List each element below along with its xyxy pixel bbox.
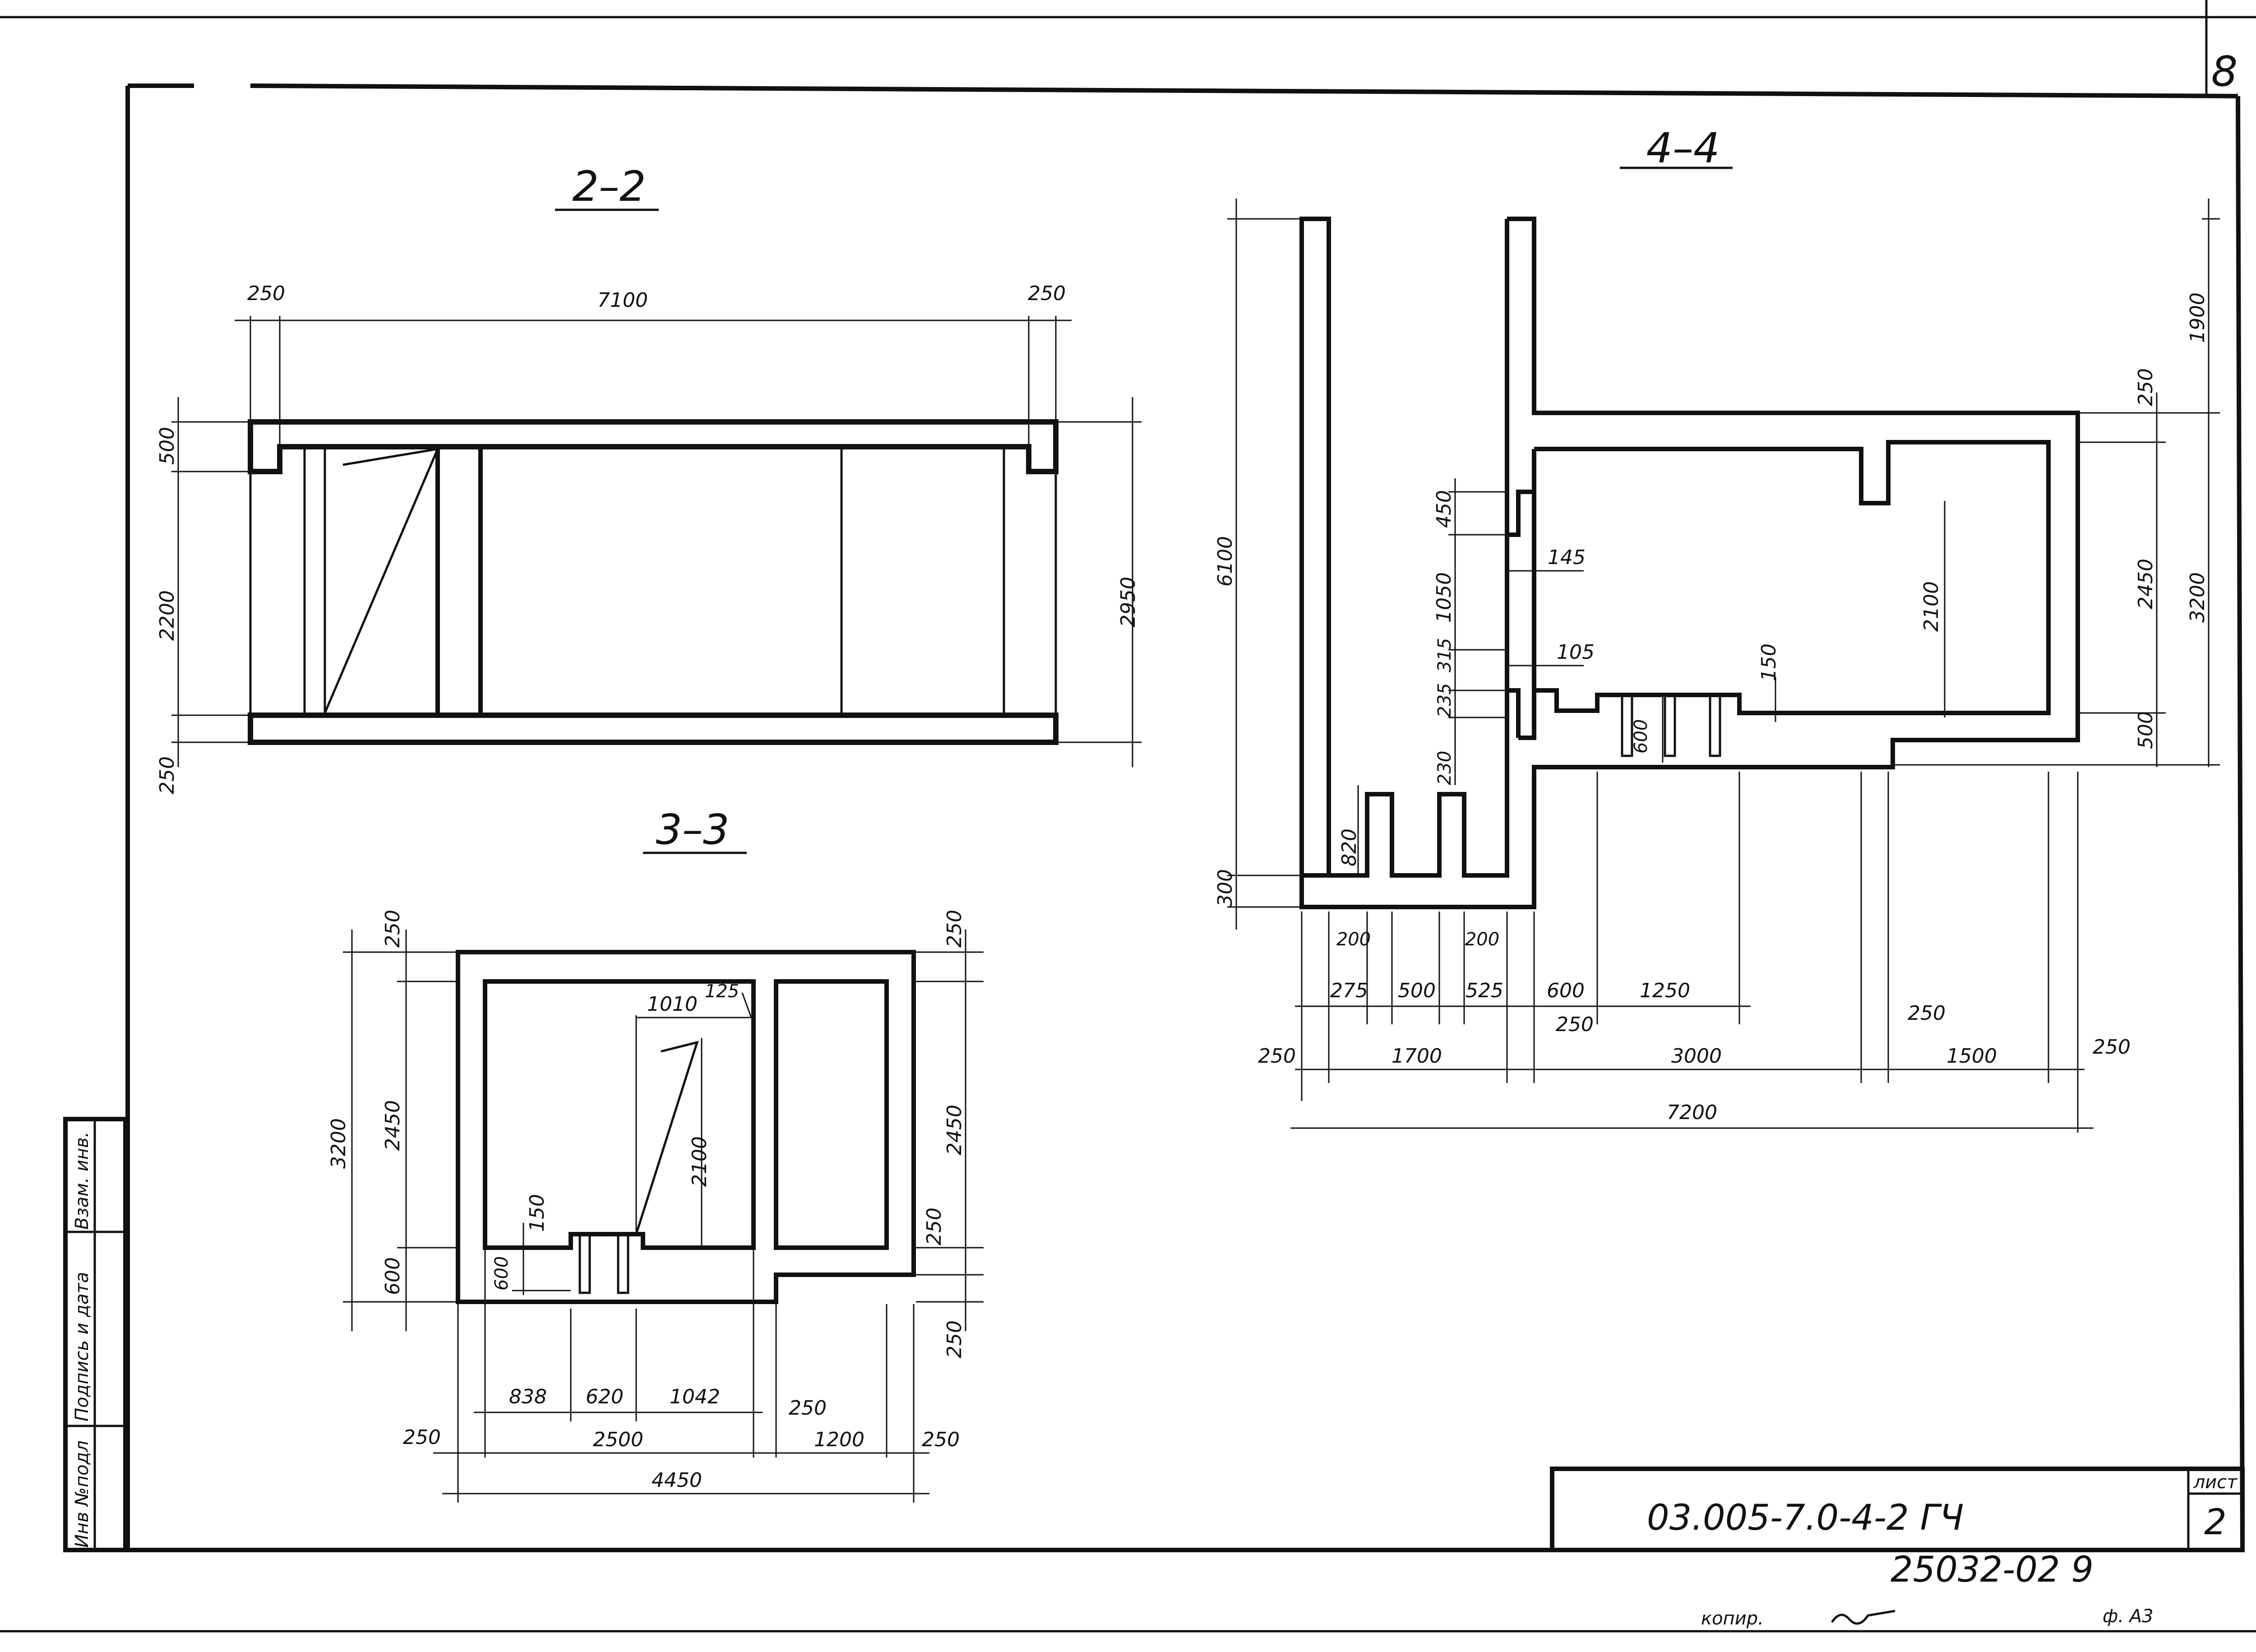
dim-3-3-1042: 1042 <box>670 1385 720 1408</box>
dim-3-3-top-right: 250 <box>943 910 966 948</box>
dim-4-4-250-r: 250 <box>2093 1036 2131 1059</box>
section-2-2-title: 2–2 <box>572 162 646 211</box>
dim-3-3-150: 150 <box>526 1194 549 1232</box>
dim-4-4-250-a: 250 <box>1556 1013 1594 1036</box>
dim-3-3-620: 620 <box>586 1385 624 1408</box>
archive-number: 25032-02 9 <box>1891 1550 2094 1590</box>
dim-4-4-2450: 2450 <box>2134 559 2157 609</box>
dim-3-3-600: 600 <box>491 1256 512 1291</box>
dim-4-4-600b: 600 <box>1547 979 1585 1002</box>
dim-2-2-total-h: 2950 <box>1117 577 1140 627</box>
dim-4-4-275: 275 <box>1330 979 1368 1002</box>
dim-4-4-450: 450 <box>1433 490 1456 528</box>
title-block: лист 2 03.005-7.0-4-2 ГЧ <box>1550 1467 2245 1552</box>
dim-4-4-250-b: 250 <box>1908 1002 1946 1025</box>
dim-4-4-820: 820 <box>1338 828 1361 866</box>
dim-3-3-4450: 4450 <box>652 1469 702 1492</box>
dim-4-4-230: 230 <box>1434 751 1455 785</box>
dim-4-4-500: 500 <box>2134 711 2157 749</box>
dim-3-3-250-mid: 250 <box>789 1397 827 1420</box>
dim-4-4-1050: 1050 <box>1433 572 1456 623</box>
dim-4-4-200-r: 200 <box>1465 929 1499 950</box>
dim-4-4-300: 300 <box>1214 869 1237 907</box>
dim-4-4-105: 105 <box>1557 641 1595 664</box>
section-3-3-title: 3–3 <box>656 805 729 854</box>
dim-4-4-3000: 3000 <box>1671 1045 1722 1068</box>
list-value: 2 <box>2204 1502 2227 1543</box>
format-label: ф. А3 <box>2103 1606 2153 1627</box>
dim-3-3-838: 838 <box>509 1385 547 1408</box>
dim-2-2-left-wall: 250 <box>247 282 285 305</box>
dim-3-3-125: 125 <box>705 981 739 1002</box>
dim-2-2-base: 250 <box>156 756 179 794</box>
dim-3-3-total-h: 3200 <box>327 1118 350 1169</box>
section-4-4-title: 4–4 <box>1646 124 1720 172</box>
section-3-3: 3–3 1010 125 2100 150 600 250 3200 245 <box>327 805 984 1503</box>
section-4-4: 4–4 6100 300 820 450 1050 <box>1214 124 2220 1133</box>
dim-4-4-1500: 1500 <box>1946 1045 1997 1068</box>
list-label: лист <box>2193 1472 2238 1493</box>
section-2-2: 2–2 250 7100 250 500 2200 250 <box>156 162 1142 794</box>
side-stamp: Инв №подл Подпись и дата Взам. инв. <box>63 1117 128 1552</box>
dim-4-4-150: 150 <box>1757 643 1780 681</box>
dim-2-2-span: 7100 <box>597 289 648 312</box>
dim-4-4-250-l: 250 <box>1258 1045 1296 1068</box>
dim-3-3-bottom-left: 600 <box>381 1257 404 1295</box>
swap-label: Взам. инв. <box>72 1132 92 1230</box>
dim-3-3-2500: 2500 <box>593 1428 643 1451</box>
dim-3-3-inner-h: 2450 <box>381 1100 404 1151</box>
inv-label: Инв №подл <box>72 1440 92 1548</box>
sign-label: Подпись и дата <box>72 1272 92 1421</box>
dim-4-4-235: 235 <box>1434 683 1455 717</box>
dim-4-4-600: 600 <box>1631 719 1651 754</box>
dim-4-4-1700: 1700 <box>1392 1045 1442 1068</box>
copy-label: копир. <box>1701 1608 1764 1629</box>
dim-4-4-2100: 2100 <box>1920 581 1943 632</box>
dim-4-4-7200: 7200 <box>1667 1101 1717 1124</box>
dim-4-4-1900: 1900 <box>2186 292 2209 343</box>
dim-3-3-right-base: 250 <box>943 1320 966 1358</box>
dim-4-4-200-l: 200 <box>1336 929 1371 950</box>
dim-4-4-145: 145 <box>1548 546 1586 569</box>
page-number-box: 8 <box>2211 47 2238 96</box>
designation: 03.005-7.0-4-2 ГЧ <box>1647 1498 1964 1538</box>
dim-2-2-top-slab: 500 <box>156 427 179 465</box>
dim-2-2-right-wall: 250 <box>1028 282 1066 305</box>
dim-4-4-500b: 500 <box>1398 979 1436 1002</box>
dim-3-3-250-l: 250 <box>403 1426 441 1449</box>
dim-4-4-250-top: 250 <box>2134 368 2157 406</box>
dim-3-3-1200: 1200 <box>814 1428 864 1451</box>
dim-3-3-1010: 1010 <box>647 993 698 1016</box>
copy-signature <box>1831 1610 1895 1625</box>
dim-2-2-clear-h: 2200 <box>156 590 179 641</box>
dim-3-3-250-r: 250 <box>922 1428 960 1451</box>
dim-3-3-top-left: 250 <box>381 910 404 948</box>
dim-3-3-right-h: 2450 <box>943 1105 966 1155</box>
dim-4-4-3200: 3200 <box>2186 572 2209 623</box>
dim-3-3-right-step: 250 <box>923 1208 946 1245</box>
dim-4-4-1250: 1250 <box>1640 979 1690 1002</box>
dim-4-4-6100: 6100 <box>1214 536 1237 587</box>
page-number: 8 <box>2211 47 2238 96</box>
dim-4-4-315: 315 <box>1434 638 1455 672</box>
dim-4-4-525: 525 <box>1465 979 1503 1002</box>
dim-3-3-2100: 2100 <box>688 1136 711 1187</box>
